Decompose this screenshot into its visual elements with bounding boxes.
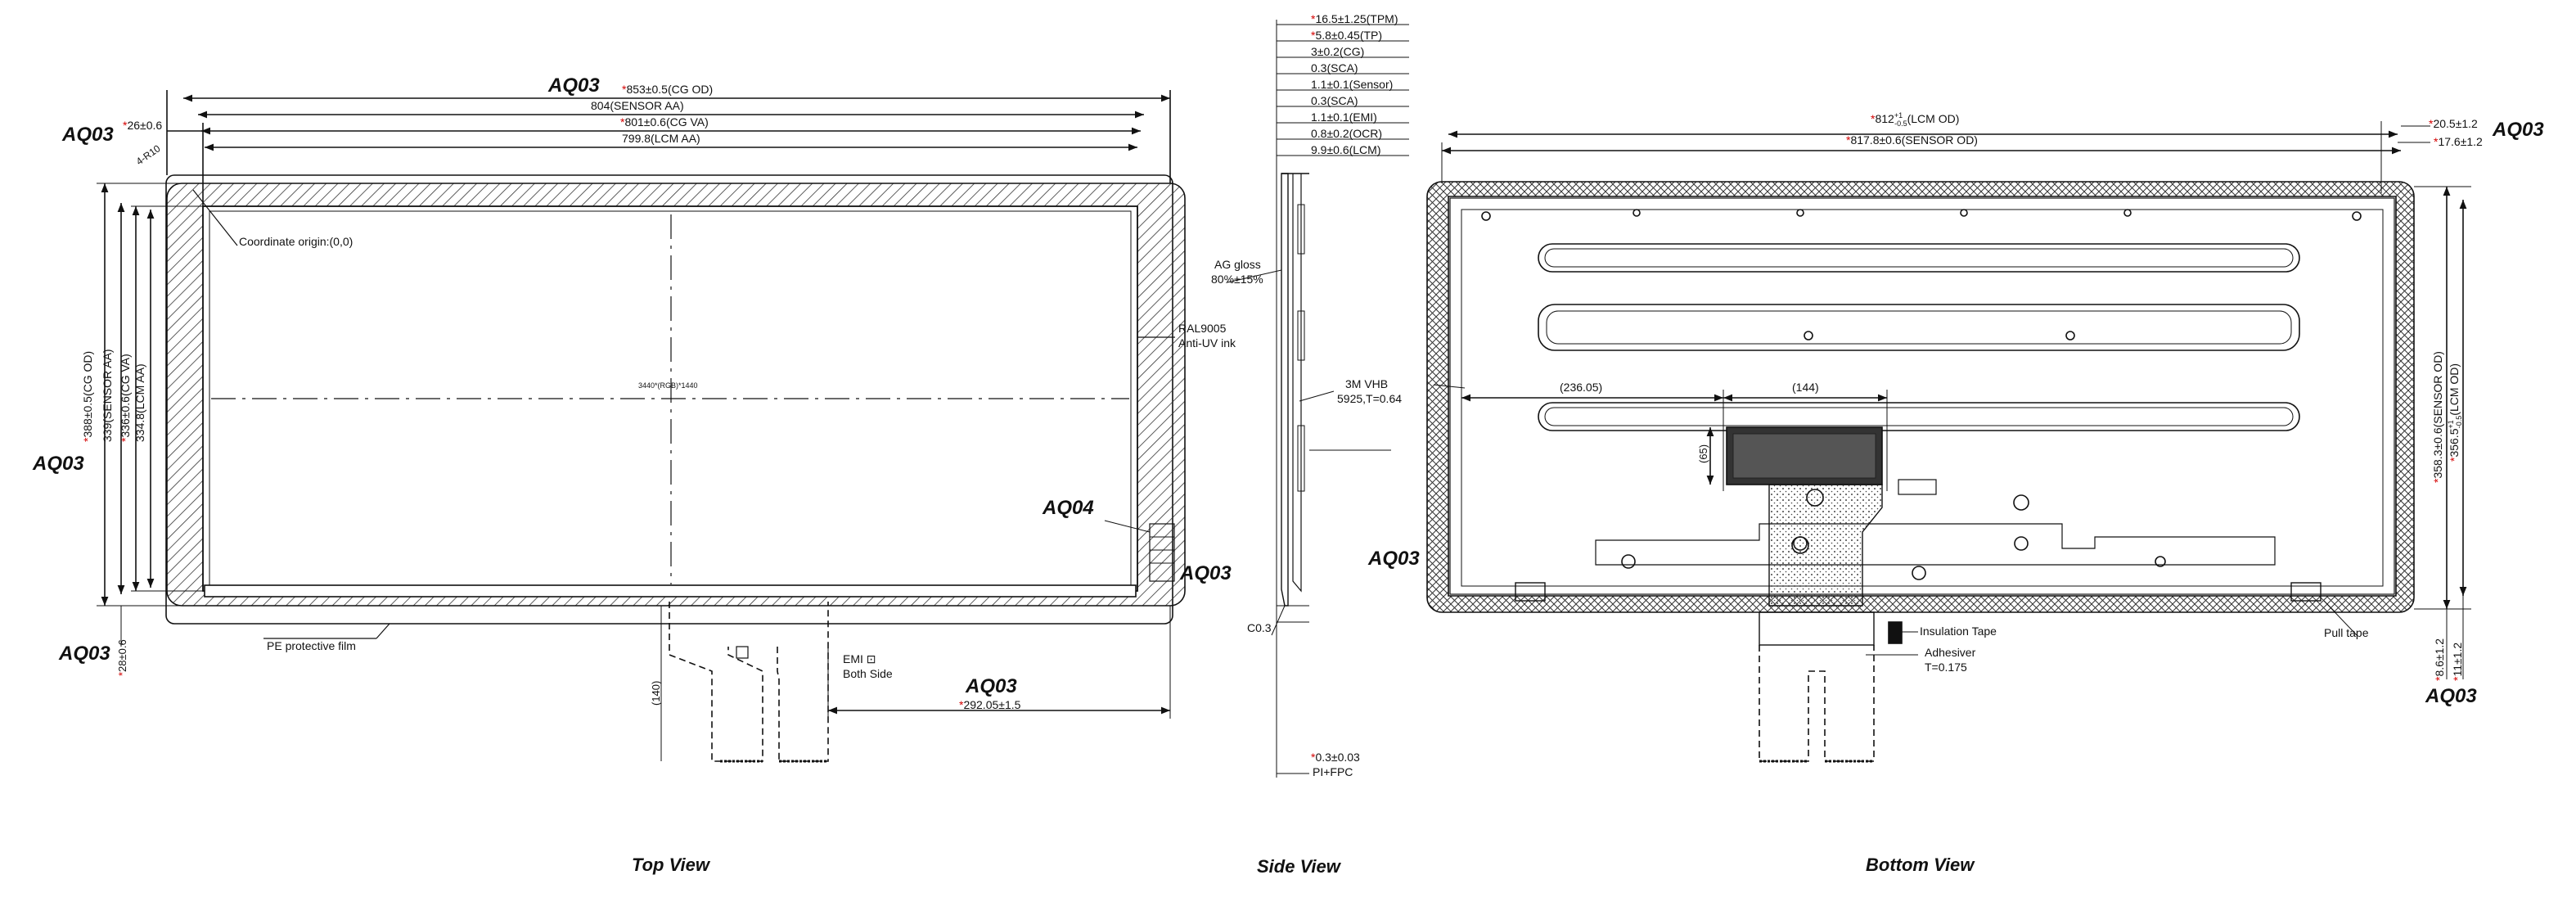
aq-label: AQ03	[32, 453, 84, 475]
ag-gloss-label: AG gloss	[1214, 258, 1261, 271]
dim-label: *20.5±1.2	[2429, 117, 2478, 130]
dim-label: *356.5+1-0.5(LCM OD)	[2447, 363, 2463, 462]
vhb-label: 3M VHB	[1345, 377, 1388, 390]
dim-label: 334.8(LCM AA)	[133, 363, 146, 442]
dim-label: *8.6±1.2	[2433, 638, 2446, 681]
stack-layer-label: 0.3(SCA)	[1311, 94, 1358, 107]
dim-label: *336±0.6(CG VA)	[119, 354, 132, 442]
aq-label: AQ03	[61, 124, 114, 146]
top-view	[97, 90, 1186, 763]
emi-tab	[736, 646, 749, 659]
view-title: Bottom View	[1866, 855, 1975, 875]
fpc-left-tail	[669, 602, 763, 762]
rib-1	[1538, 243, 2300, 273]
lower-bracket	[1595, 523, 2276, 566]
fpc-tails-bottom	[1759, 645, 1875, 762]
aq-label: AQ03	[58, 643, 110, 665]
dim-label: (236.05)	[1560, 381, 1602, 394]
stack-layer-label: 9.9±0.6(LCM)	[1311, 143, 1381, 156]
stack-layer-label: 3±0.2(CG)	[1311, 45, 1364, 58]
dim-label: (140)	[650, 681, 662, 706]
stack-layer-label: 1.1±0.1(EMI)	[1311, 110, 1377, 124]
aq-label: AQ03	[965, 675, 1017, 697]
dim-label: 339(SENSOR AA)	[101, 349, 114, 442]
dim-label: *853±0.5(CG OD)	[622, 83, 713, 96]
aq-label: AQ04	[1042, 497, 1094, 519]
side-view	[1227, 20, 1391, 778]
origin-label: Coordinate origin:(0,0)	[239, 235, 353, 248]
lcm-aa	[209, 210, 1132, 589]
back-plate	[1461, 209, 2384, 587]
dim-label: *817.8±0.6(SENSOR OD)	[1846, 133, 1978, 147]
resolution-label: 3440*(RGB)*1440	[638, 381, 698, 390]
dim-label: 799.8(LCM AA)	[622, 132, 700, 145]
sensor-border	[1426, 181, 2415, 613]
dim-label: *801±0.6(CG VA)	[620, 115, 709, 129]
connector	[1149, 523, 1175, 582]
dim-label: *358.3±0.6(SENSOR OD)	[2431, 351, 2444, 483]
leader-pe-tip	[376, 623, 390, 639]
leader-aq04	[1104, 520, 1151, 533]
stack-layer-label: 0.8±0.2(OCR)	[1311, 127, 1382, 140]
both-side-label: Both Side	[843, 667, 893, 680]
stack-layer-label: 0.3(SCA)	[1311, 61, 1358, 74]
ral-label: RAL9005	[1178, 322, 1227, 335]
view-title: Top View	[632, 855, 711, 875]
dim-label: 804(SENSOR AA)	[591, 99, 684, 112]
pi-fpc-label: PI+FPC	[1313, 765, 1353, 778]
rib-3	[1538, 402, 2300, 431]
dim-label: *388±0.5(CG OD)	[81, 351, 94, 442]
fpc-lower	[1759, 611, 1875, 646]
side-stack: *16.5±1.25(TPM) *5.8±0.45(TP) 3±0.2(CG) 0.3…	[1277, 12, 1409, 156]
chamfer-label: C0.3	[1247, 621, 1272, 634]
dim-label: (144)	[1792, 381, 1819, 394]
pi-label: *0.3±0.03	[1311, 751, 1360, 764]
dim-label: *812+1-0.5(LCM OD)	[1871, 111, 1959, 128]
aq-label: AQ03	[2492, 119, 2544, 141]
fpc-dotted	[1768, 484, 1883, 607]
view-title: Side View	[1257, 856, 1342, 877]
dim-label: *17.6±1.2	[2434, 135, 2483, 148]
lcm-back	[1449, 197, 2395, 595]
emi-label: EMI ⊡	[843, 652, 876, 665]
bottom-edge-strip	[204, 584, 1137, 598]
pull-tape-label: Pull tape	[2324, 626, 2369, 639]
bottom-view	[1426, 121, 2471, 763]
leader-origin	[192, 189, 238, 246]
side-profile	[1281, 173, 1289, 607]
insulation-tape	[1888, 621, 1903, 644]
adhesive-t-label: T=0.175	[1925, 661, 1967, 674]
pe-film-label: PE protective film	[267, 639, 356, 652]
vhb-spec-label: 5925,T=0.64	[1337, 392, 1402, 405]
dim-label: *11±1.2	[2451, 643, 2464, 681]
ag-pct-label: 80%±15%	[1211, 273, 1263, 286]
anti-uv-label: Anti-UV ink	[1178, 336, 1236, 350]
stack-layer-label: *16.5±1.25(TPM)	[1311, 12, 1398, 25]
adhesive-label: Adhesiver	[1925, 646, 1976, 659]
dim-label: (65)	[1697, 444, 1709, 463]
bottom-view-text: *812+1-0.5(LCM OD) *817.8±0.6(SENSOR OD)…	[1367, 111, 2544, 875]
rib-2	[1538, 304, 2300, 351]
dim-label: *28±0.6	[116, 639, 128, 676]
aq-label: AQ03	[1179, 562, 1232, 584]
insulation-label: Insulation Tape	[1920, 625, 1997, 638]
screw-hole	[1804, 331, 1813, 341]
top-view-text: AQ03 *853±0.5(CG OD) 804(SENSOR AA) *801…	[32, 74, 1236, 875]
dim-label: *292.05±1.5	[959, 698, 1021, 711]
stack-layer-label: *5.8±0.45(TP)	[1311, 29, 1382, 42]
aq-label: AQ03	[547, 74, 600, 97]
dim-label: *26±0.6	[123, 119, 162, 132]
screw-hole	[2065, 331, 2075, 341]
stack-layer-label: 1.1±0.1(Sensor)	[1311, 78, 1393, 91]
fpc-right-tail	[777, 602, 829, 762]
side-view-text: AG gloss 80%±15% C0.3 *0.3±0.03 PI+FPC S…	[1211, 258, 1402, 877]
dim-label: 4-R10	[134, 142, 163, 167]
aq-label: AQ03	[1367, 548, 1420, 570]
aq-label: AQ03	[2425, 685, 2477, 707]
